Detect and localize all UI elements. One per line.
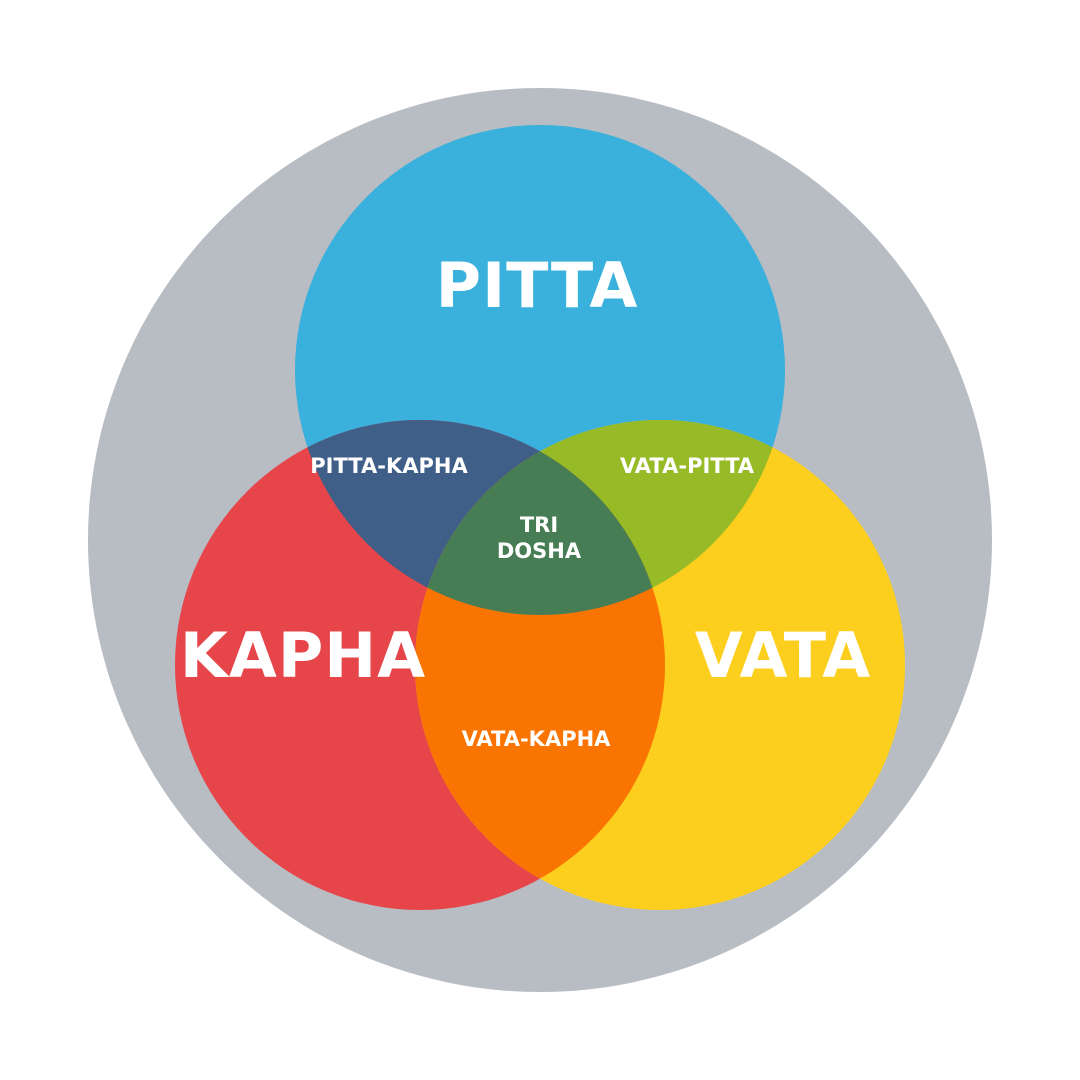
vata-label: VATA <box>695 619 871 692</box>
tri-dosha-label-line2: DOSHA <box>497 539 582 563</box>
kapha-label: KAPHA <box>180 619 426 692</box>
vata-pitta-label: VATA-PITTA <box>620 454 755 478</box>
tri-dosha-region <box>415 420 665 615</box>
vata-kapha-label: VATA-KAPHA <box>462 727 612 751</box>
pitta-kapha-label: PITTA-KAPHA <box>310 454 468 478</box>
tri-dosha-label-line1: TRI <box>520 513 558 537</box>
pitta-label: PITTA <box>436 249 639 322</box>
